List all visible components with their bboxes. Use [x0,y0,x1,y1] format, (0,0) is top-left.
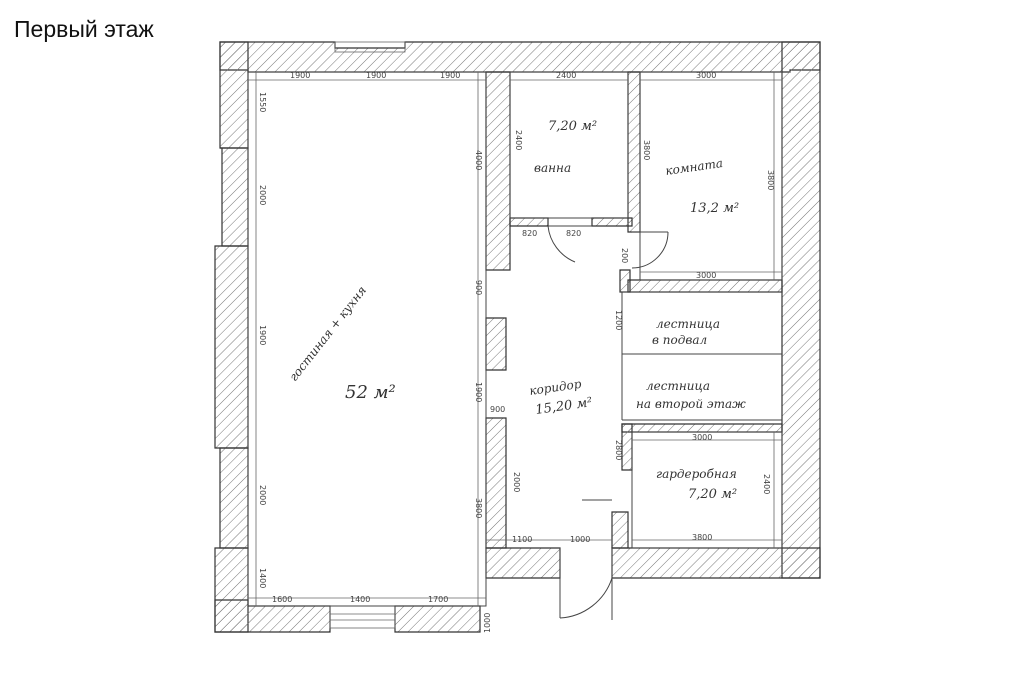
dim-left-1: 1550 [258,92,267,112]
dim-left-5: 1400 [258,568,267,588]
dim-d1000: 1000 [483,613,492,633]
bath-name: ванна [534,161,571,175]
wardrobe-area: 7,20 м² [688,487,737,502]
dimension-labels: 1900 1900 1900 1550 2000 1900 2000 1400 … [258,71,775,633]
stairs-down-line2: в подвал [652,333,707,347]
dim-inner-4000: 4000 [474,150,483,170]
dim-room-top: 3000 [696,71,716,80]
living-room-area: 52 м² [345,382,396,403]
dim-ward-side: 2400 [762,474,771,494]
room-labels: гостиная + кухня 52 м² 7,20 м² ванна ком… [286,119,746,502]
dim-room-bottom: 3000 [696,271,716,280]
dim-d1000-bottom: 1000 [570,535,590,544]
wardrobe-name: гардеробная [656,467,737,481]
dim-top-b: 1900 [366,71,386,80]
dim-bottom-2: 1400 [350,595,370,604]
dim-inner-3800: 3800 [474,498,483,518]
dim-left-4: 2000 [258,485,267,505]
dim-ward-bottom: 3800 [692,533,712,542]
dim-left-2: 2000 [258,185,267,205]
stairs-up-line2: на второй этаж [636,397,746,411]
room-outlines [247,71,783,607]
dim-room-side: 3800 [642,140,651,160]
dim-inner-900: 900 [490,405,505,414]
dim-top-c: 1900 [440,71,460,80]
dim-ward-top: 3000 [692,433,712,442]
living-room-name: гостиная + кухня [286,283,369,384]
dim-d2000: 2000 [512,472,521,492]
page-title: Первый этаж [14,16,154,42]
dim-d2800: 2800 [614,440,623,460]
stairs-up-line1: лестница [646,379,710,393]
dim-bath-top: 2400 [556,71,576,80]
dim-left-3: 1900 [258,325,267,345]
outer-walls [214,41,821,633]
dim-d1900: 1900 [474,382,483,402]
dim-room-side-r: 3800 [766,170,775,190]
dimension-lines [248,72,782,606]
dim-d820b: 820 [566,229,581,238]
interior-walls [485,71,783,549]
dim-d820a: 820 [522,229,537,238]
doors [547,225,669,620]
room-name: комната [664,156,723,178]
dim-top-a: 1900 [290,71,310,80]
dim-bottom-1: 1600 [272,595,292,604]
stairs-down-line1: лестница [656,317,720,331]
bath-area: 7,20 м² [548,119,597,134]
corridor-area: 15,20 м² [534,395,593,418]
room-area: 13,2 м² [690,201,739,216]
dim-d1200: 1200 [614,310,623,330]
dim-bottom-3: 1700 [428,595,448,604]
dim-d900: 900 [474,280,483,295]
dim-bath-side: 2400 [514,130,523,150]
corridor-name: коридор [528,377,582,398]
dim-d1100: 1100 [512,535,532,544]
windows [329,41,406,629]
dim-d200: 200 [620,248,629,263]
